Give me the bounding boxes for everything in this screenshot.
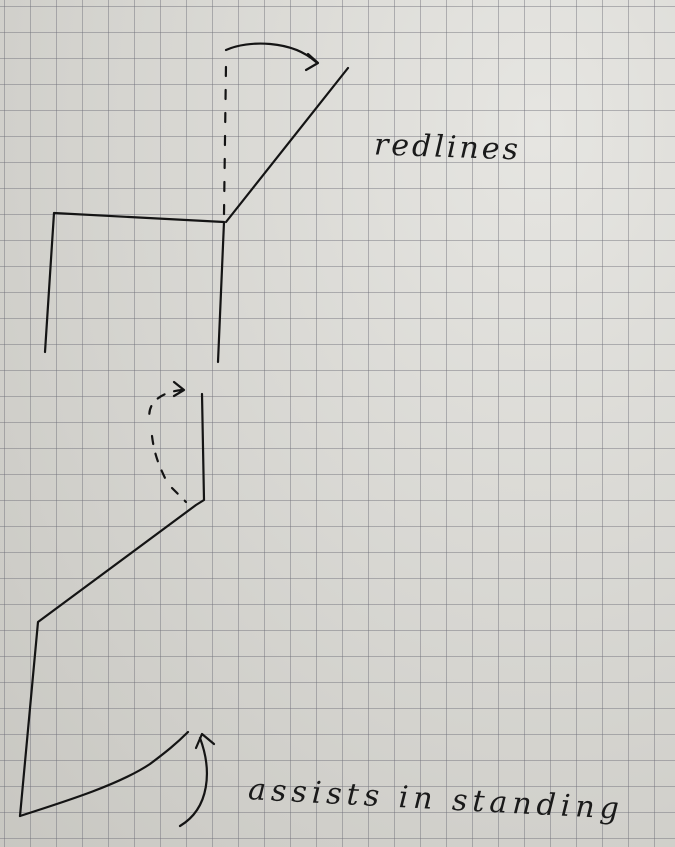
middle-arrowhead xyxy=(172,380,186,398)
upper-dashed-fold-line xyxy=(222,62,228,216)
redlines-label: redlines xyxy=(373,127,522,168)
middle-profile-line xyxy=(18,392,206,818)
bottom-rotation-arrow xyxy=(178,736,208,828)
middle-dashed-rotation-arrow xyxy=(148,388,188,504)
upper-rotation-arrow xyxy=(224,42,318,64)
bottom-base-curve xyxy=(18,730,190,818)
upper-arrowhead xyxy=(304,52,320,72)
upper-box-outline xyxy=(43,211,226,364)
upper-diagonal-line xyxy=(224,66,350,224)
bottom-arrowhead xyxy=(194,732,216,750)
